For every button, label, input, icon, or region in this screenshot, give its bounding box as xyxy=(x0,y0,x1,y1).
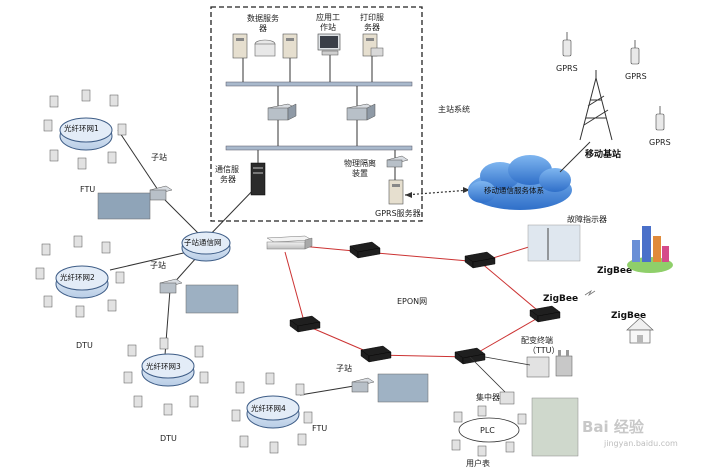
residential-photo xyxy=(531,397,579,457)
print-server-label-1: 打印服 xyxy=(360,12,384,22)
gprs-phone-2-icon xyxy=(630,40,640,65)
ring-hub xyxy=(181,231,231,262)
ring3-label: 光纤环网3 xyxy=(146,361,181,371)
ftu-label-1: FTU xyxy=(80,185,95,194)
workstation-icon xyxy=(317,33,341,56)
user-meters xyxy=(451,405,527,457)
transformer-icon xyxy=(555,350,573,377)
epon-label: EPON网 xyxy=(397,297,427,306)
ring4 xyxy=(246,395,300,429)
isolation-label-1: 物理隔离 xyxy=(344,158,376,168)
cloud-label: 移动通信服务体系 xyxy=(484,185,544,195)
comm-server-label-1: 通信服 xyxy=(215,164,239,174)
substation-label-2: 子站 xyxy=(150,260,166,270)
watermark-text: Bai 经验 xyxy=(582,418,645,436)
print-server-icon xyxy=(362,33,384,57)
substation-photo-1 xyxy=(97,192,151,220)
data-server-label-2: 器 xyxy=(259,24,267,33)
top-bus xyxy=(225,81,413,87)
hub-label: 子站通信网 xyxy=(184,237,222,247)
print-server-label-2: 务器 xyxy=(364,22,380,32)
zigbee-label-2: ZigBee xyxy=(543,294,578,304)
cloud-icon xyxy=(468,155,572,210)
isolation-label-2: 装置 xyxy=(352,168,368,178)
fault-indicator-photo xyxy=(527,224,581,262)
ring-terminals xyxy=(35,89,313,454)
ring4-label: 光纤环网4 xyxy=(251,403,286,413)
concentrator-label: 集中器 xyxy=(476,392,500,402)
comm-server-icon xyxy=(250,150,266,196)
house-icon xyxy=(626,317,654,344)
substation-switch-1-icon xyxy=(149,185,173,201)
ttu-label-2: （TTU） xyxy=(528,346,560,355)
plc-label: PLC xyxy=(480,426,495,435)
base-station-tower-icon xyxy=(579,70,613,141)
ring3 xyxy=(141,353,195,387)
master-switch-left-icon xyxy=(267,103,297,121)
ttu-device-icon xyxy=(526,356,550,378)
master-switch-right-icon xyxy=(346,103,376,121)
zigbee-label-1: ZigBee xyxy=(597,266,632,276)
user-meter-label: 用户表 xyxy=(466,458,490,468)
dtu-label-2: DTU xyxy=(160,434,177,443)
plc-ellipse xyxy=(458,417,520,443)
ring1-label: 光纤环网1 xyxy=(64,123,99,133)
lower-bus xyxy=(225,145,413,151)
app-workstation-label-2: 作站 xyxy=(320,22,336,32)
fault-indicator-label: 故障指示器 xyxy=(567,214,607,224)
data-server-label-1: 数据服务 xyxy=(247,13,279,23)
substation-label-3: 子站 xyxy=(336,363,352,373)
app-workstation-label-1: 应用工 xyxy=(316,12,340,22)
isolation-device-icon xyxy=(386,155,409,168)
onu-devices xyxy=(289,241,561,365)
gprs-phone-1-icon xyxy=(562,32,572,57)
onu-concentrator-link xyxy=(469,356,506,393)
ring1 xyxy=(59,117,113,151)
gprs-phone-3-icon xyxy=(655,106,665,131)
ttu-label-1: 配变终端 xyxy=(521,335,553,345)
substation-photo-3 xyxy=(377,373,429,403)
dtu-label-1: DTU xyxy=(76,341,93,350)
concentrator-icon xyxy=(499,391,515,405)
data-server-icon xyxy=(232,33,298,59)
substation-photo-2 xyxy=(185,284,239,314)
arrow-right-icon xyxy=(463,187,470,193)
gprs-server-icon xyxy=(388,167,404,205)
comm-server-label-2: 务器 xyxy=(220,174,236,184)
gprs-server-label: GPRS服务器 xyxy=(375,208,421,218)
substation-switch-3-icon xyxy=(351,377,375,393)
gprs-label-3: GPRS xyxy=(649,138,671,147)
master-station-box xyxy=(210,6,423,222)
ring2 xyxy=(55,265,109,299)
olt-switch-icon xyxy=(266,235,313,250)
ring2-label: 光纤环网2 xyxy=(60,272,95,282)
substation-switch-2-icon xyxy=(159,278,183,294)
ftu-label-2: FTU xyxy=(312,424,327,433)
arrow-left-icon xyxy=(405,192,412,198)
zigbee-label-3: ZigBee xyxy=(611,311,646,321)
substation-label-1: 子站 xyxy=(151,152,167,162)
gprs-cloud-link xyxy=(404,189,471,196)
watermark-url: jingyan.baidu.com xyxy=(603,439,678,448)
master-station-title: 主站系统 xyxy=(438,104,470,114)
onu-ttu-link xyxy=(484,356,531,366)
gprs-label-2: GPRS xyxy=(625,72,647,81)
wireless-signal-icon xyxy=(584,289,596,297)
tower-cloud-link xyxy=(559,141,591,173)
city-buildings-icon xyxy=(627,226,673,273)
base-station-label: 移动基站 xyxy=(585,148,621,160)
gprs-label-1: GPRS xyxy=(556,64,578,73)
